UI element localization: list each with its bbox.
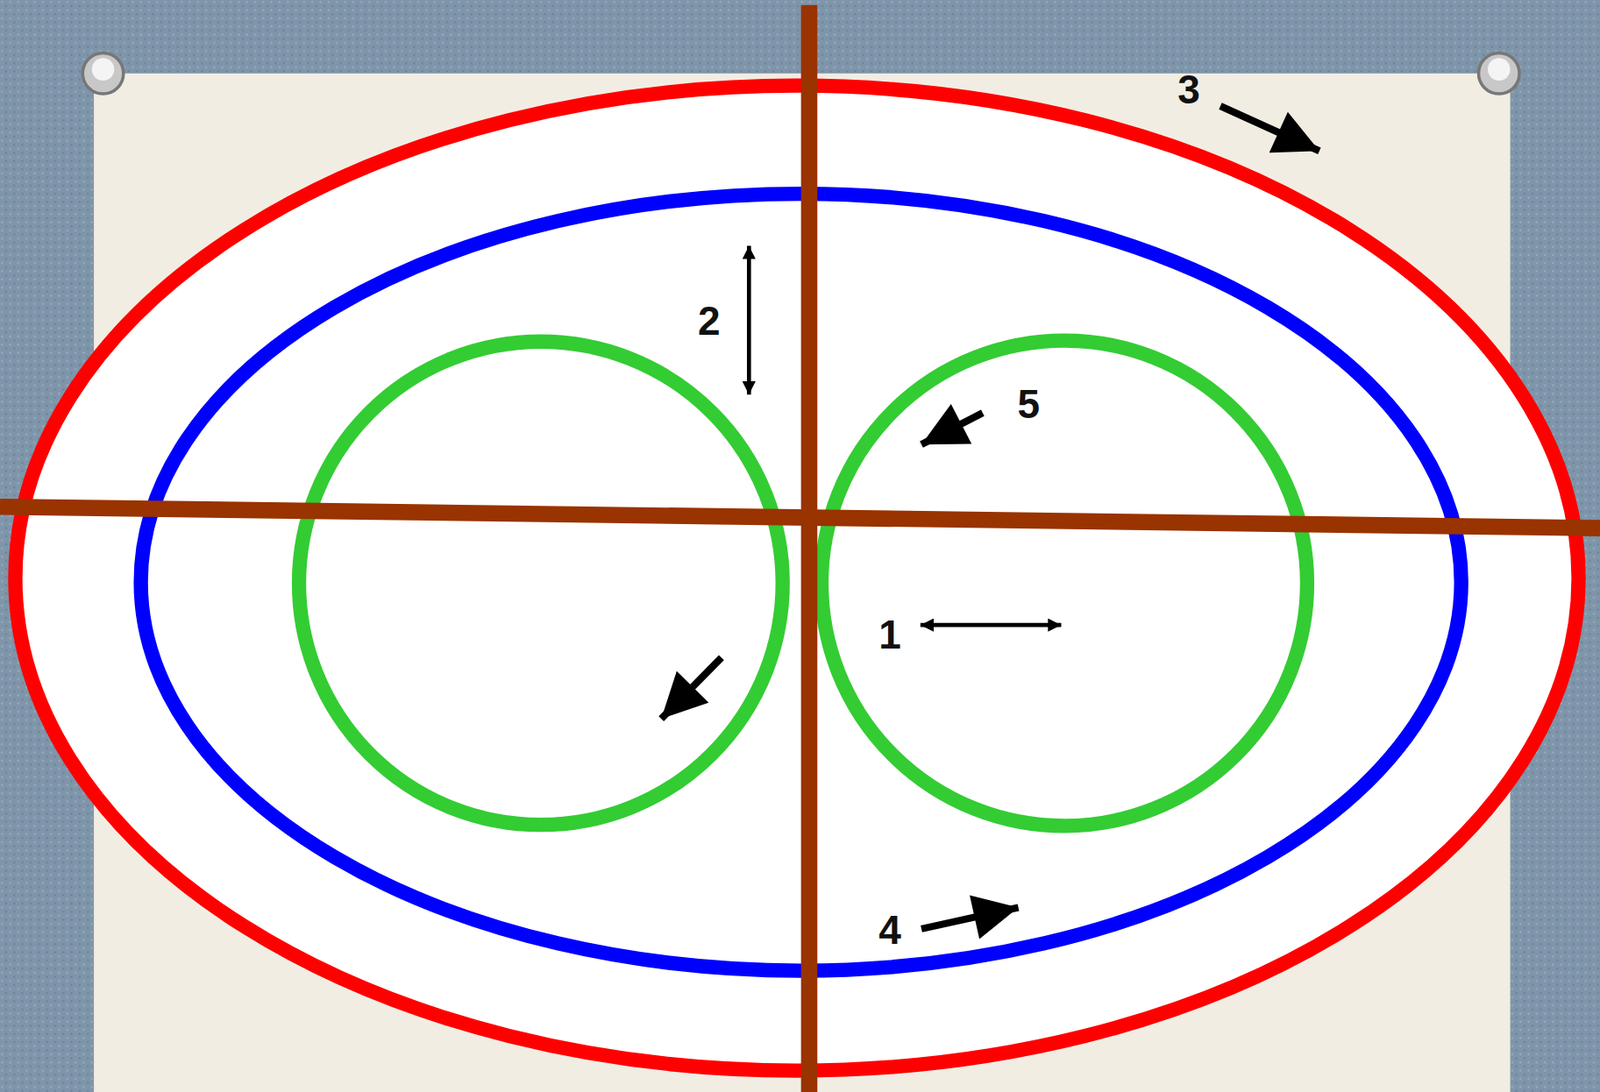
callout-number: 2: [697, 300, 721, 342]
horizontal-axis: [0, 506, 1600, 528]
arrows: [661, 106, 1320, 930]
callout-number: 3: [1177, 69, 1201, 110]
callout-number: 5: [1016, 384, 1040, 425]
callout-number: 4: [878, 910, 902, 951]
double-arrow: [920, 623, 1062, 628]
callout-number: 1: [878, 614, 902, 655]
arrow: [661, 657, 722, 719]
vertical-axis: [801, 5, 818, 1092]
arrow: [1220, 106, 1320, 151]
pin: [1478, 52, 1520, 94]
right-circle: [821, 341, 1308, 827]
pin-head: [92, 57, 115, 81]
arrow: [921, 412, 983, 445]
pin: [82, 52, 124, 94]
pin-head: [1487, 57, 1511, 81]
left-circle: [298, 341, 783, 825]
arrow: [921, 907, 1019, 929]
outer-ellipse: [14, 85, 1579, 1072]
double-arrow: [746, 245, 752, 395]
